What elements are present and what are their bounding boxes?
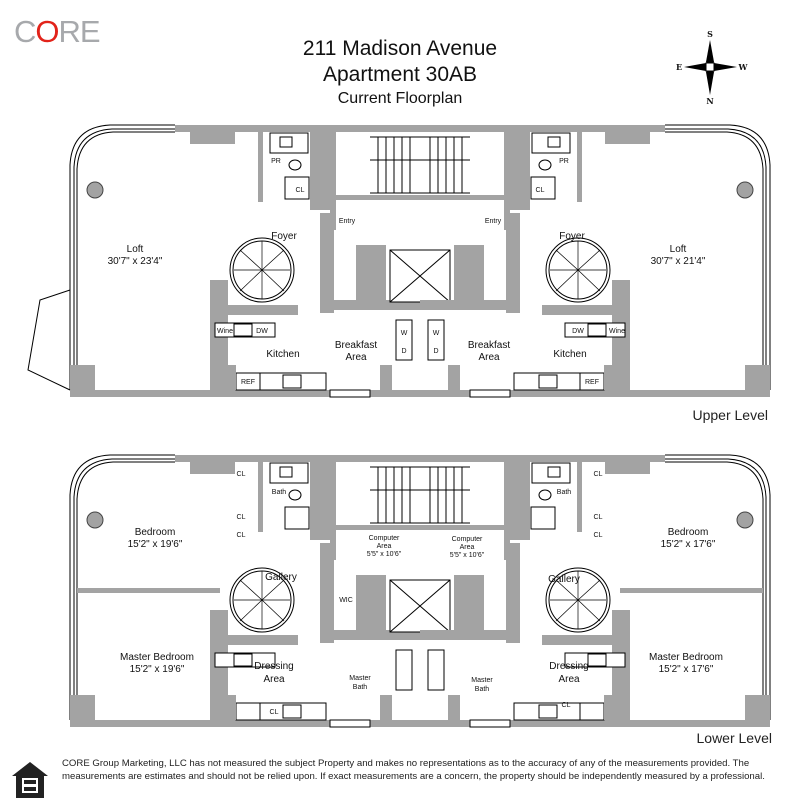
wine-left: Wine xyxy=(217,328,233,335)
dryer-right: D xyxy=(433,348,438,355)
room-bedroom-right-dim: 15'2" x 17'6" xyxy=(661,539,716,550)
room-computer-left-area: Area xyxy=(377,543,392,550)
disclaimer-text: CORE Group Marketing, LLC has not measur… xyxy=(62,758,765,782)
room-dressing-right: Dressing xyxy=(549,661,588,672)
dryer-left: D xyxy=(401,348,406,355)
room-gallery-left: Gallery xyxy=(265,572,297,583)
closet-left-1: CL xyxy=(237,471,246,478)
closet-left-4: CL xyxy=(270,709,279,716)
compass-rose: S N E W xyxy=(676,29,749,106)
room-dressing-right-area: Area xyxy=(558,674,580,685)
upper-level-plan: Loft 30'7" x 23'4" Foyer Entry PR CL Kit… xyxy=(27,124,771,423)
lower-level-label: Lower Level xyxy=(697,730,773,746)
room-computer-left-dim: 5'5" x 10'6" xyxy=(367,551,402,558)
room-masterbath-right: Master xyxy=(471,677,493,684)
room-computer-right: Computer xyxy=(452,536,483,543)
room-master-right-dim: 15'2" x 17'6" xyxy=(659,664,714,675)
title-block: 211 Madison Avenue Apartment 30AB Curren… xyxy=(250,36,550,110)
room-cl-right: CL xyxy=(536,187,545,194)
room-bedroom-right: Bedroom xyxy=(668,527,709,538)
compass-n: N xyxy=(706,96,713,106)
room-foyer-right: Foyer xyxy=(559,231,585,242)
room-computer-left: Computer xyxy=(369,535,400,542)
room-kitchen-left: Kitchen xyxy=(266,349,299,360)
room-breakfast-left-area: Area xyxy=(345,352,367,363)
address-title: 211 Madison Avenue xyxy=(302,37,498,60)
room-gallery-right: Gallery xyxy=(548,574,580,585)
closet-left-2: CL xyxy=(237,514,246,521)
logo-c: C xyxy=(14,14,36,49)
logo-o: O xyxy=(35,14,59,49)
room-bath-left: Bath xyxy=(272,489,287,496)
room-breakfast-left: Breakfast xyxy=(335,340,377,351)
room-cl-left: CL xyxy=(296,187,305,194)
room-computer-right-area: Area xyxy=(460,544,475,551)
ref-right: REF xyxy=(585,379,599,386)
room-masterbath-left: Master xyxy=(349,675,371,682)
room-breakfast-right: Breakfast xyxy=(468,340,510,351)
dw-right: DW xyxy=(572,328,584,335)
room-breakfast-right-area: Area xyxy=(478,352,500,363)
room-master-right: Master Bedroom xyxy=(649,652,723,663)
room-pr-left: PR xyxy=(271,158,281,165)
room-loft-right-dim: 30'7" x 21'4" xyxy=(651,256,706,267)
room-bath-right: Bath xyxy=(557,489,572,496)
logo-re: RE xyxy=(58,14,101,49)
closet-right-2: CL xyxy=(594,514,603,521)
compass-w: W xyxy=(738,62,749,72)
room-computer-right-dim: 5'5" x 10'6" xyxy=(450,552,485,559)
room-dressing-left: Dressing xyxy=(254,661,293,672)
room-bedroom-left-dim: 15'2" x 19'6" xyxy=(128,539,183,550)
room-bedroom-left: Bedroom xyxy=(135,527,176,538)
compass-s: S xyxy=(707,29,713,39)
room-masterbath-left-bath: Bath xyxy=(353,684,368,691)
wine-right: Wine xyxy=(609,328,625,335)
closet-right-4: CL xyxy=(562,702,571,709)
room-loft-right: Loft xyxy=(670,244,687,255)
dw-left: DW xyxy=(256,328,268,335)
closet-left-3: CL xyxy=(237,532,246,539)
closet-right-3: CL xyxy=(594,532,603,539)
compass-e: E xyxy=(676,62,682,72)
room-masterbath-right-bath: Bath xyxy=(475,686,490,693)
equal-housing-opportunity-icon xyxy=(12,762,48,798)
room-master-left: Master Bedroom xyxy=(120,652,194,663)
subtitle: Current Floorplan xyxy=(337,90,463,107)
ref-left: REF xyxy=(241,379,255,386)
room-foyer-left: Foyer xyxy=(271,231,297,242)
lower-level-plan: Bedroom 15'2" x 19'6" Master Bedroom 15'… xyxy=(69,454,773,746)
room-pr-right: PR xyxy=(559,158,569,165)
room-master-left-dim: 15'2" x 19'6" xyxy=(130,664,185,675)
room-entry-left: Entry xyxy=(339,218,356,225)
room-entry-right: Entry xyxy=(485,218,502,225)
washer-right: W xyxy=(433,330,440,337)
room-kitchen-right: Kitchen xyxy=(553,349,586,360)
washer-left: W xyxy=(401,330,408,337)
unit-title: Apartment 30AB xyxy=(322,63,478,86)
closet-right-1: CL xyxy=(594,471,603,478)
room-loft-left: Loft xyxy=(127,244,144,255)
room-wic: WIC xyxy=(339,597,353,604)
upper-level-label: Upper Level xyxy=(693,407,769,423)
room-loft-left-dim: 30'7" x 23'4" xyxy=(108,256,163,267)
core-logo: CORE xyxy=(14,14,101,50)
room-dressing-left-area: Area xyxy=(263,674,285,685)
